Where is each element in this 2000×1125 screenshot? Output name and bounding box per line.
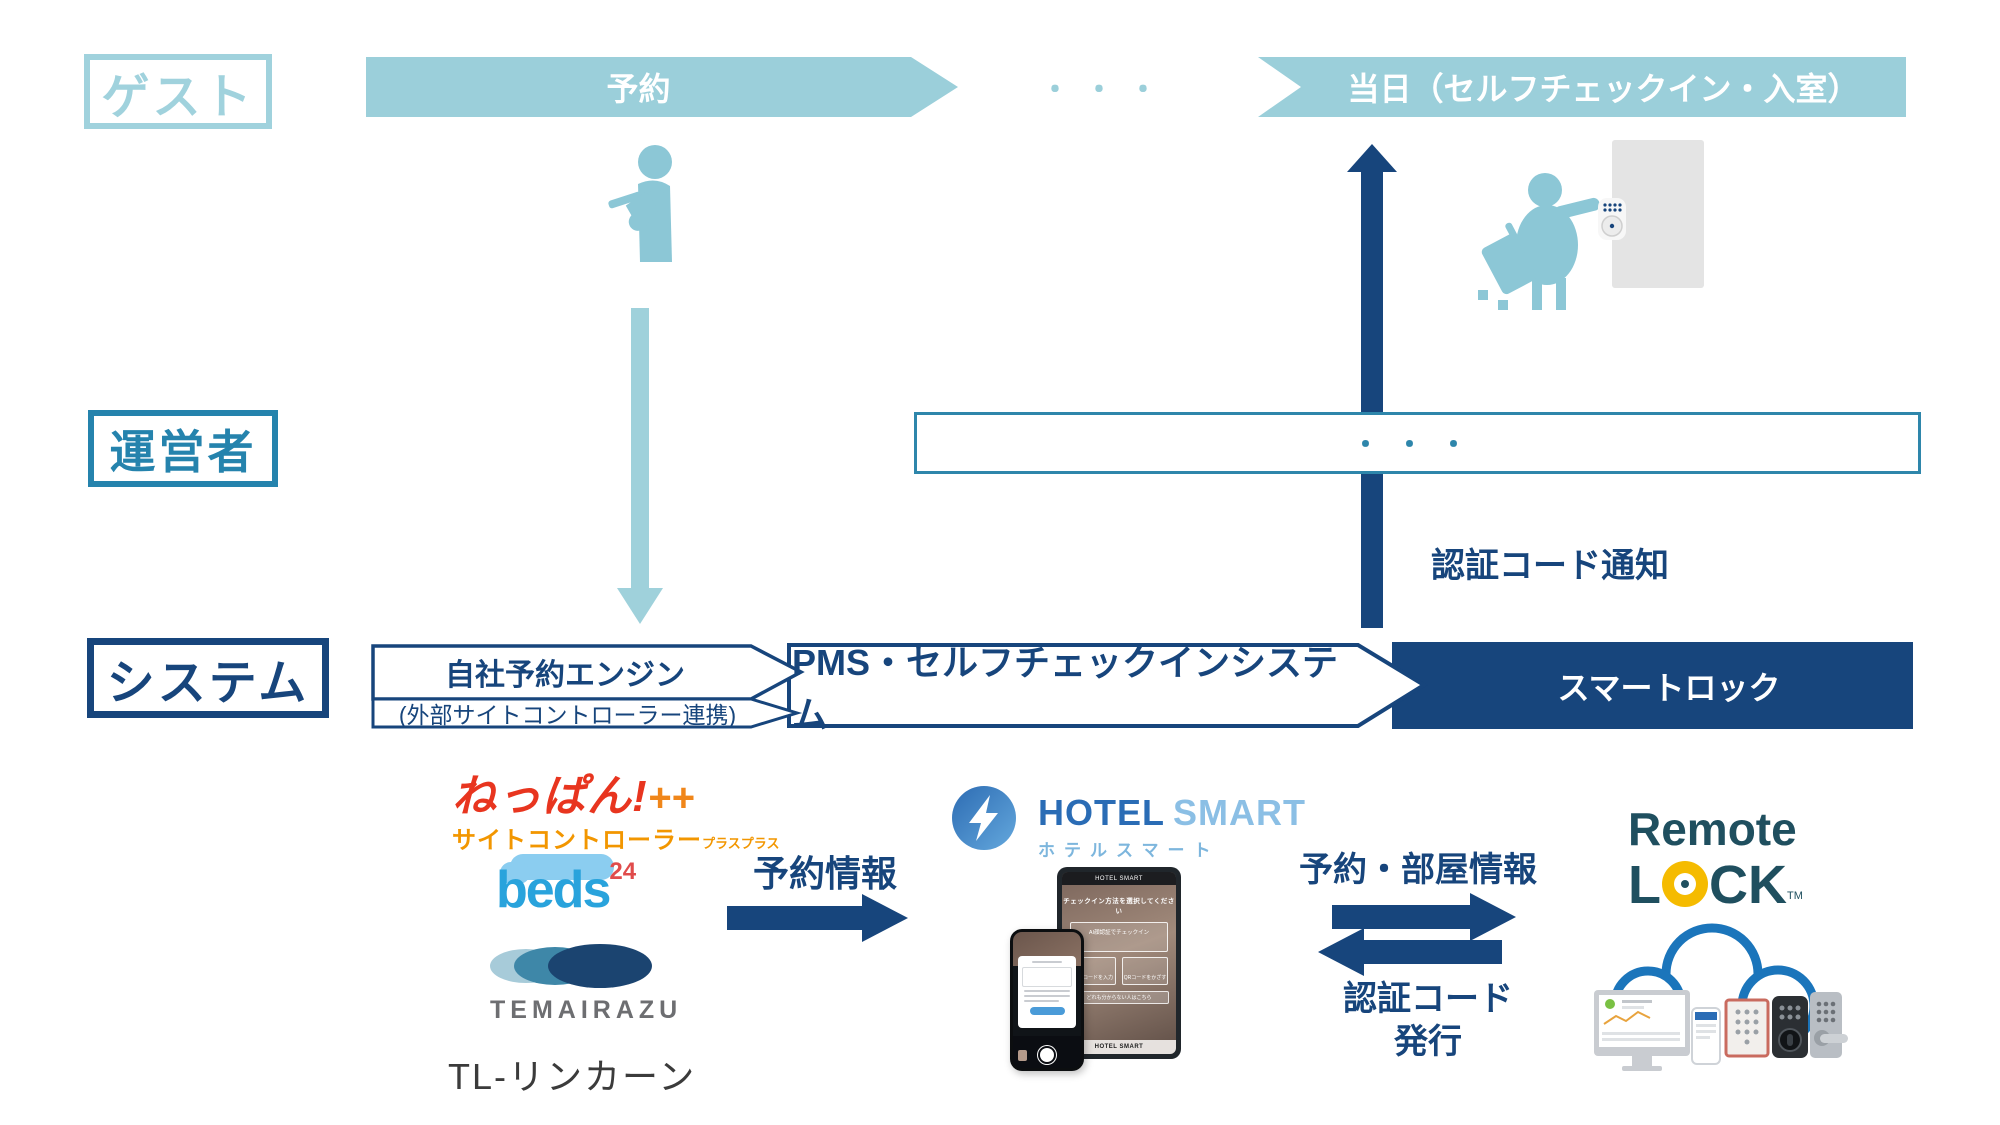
booking-engine-label: 自社予約エンジン (445, 659, 685, 692)
temairazu-ellipses-icon (490, 944, 660, 988)
site-controller-segment (371, 697, 803, 729)
booking-down-arrow-shaft (631, 308, 649, 590)
beds24-logo-text: beds (496, 861, 611, 919)
neppan-logo: ねっぱん!++ サイトコントローラープラスプラス (452, 760, 779, 855)
timeline-step-checkin-day: 当日（セルフチェックイン・入室） (1347, 71, 1860, 107)
keypad-reader-icon (1724, 998, 1770, 1058)
tablet-header-logo: HOTEL SMART (1062, 872, 1176, 885)
neppan-logo-plus: ++ (647, 776, 695, 820)
deadbolt-lock-icon (1772, 996, 1808, 1058)
reservation-info-arrow-head (862, 894, 908, 942)
tl-lincoln-logo-text: TL-リンカーン (448, 1056, 697, 1097)
reservation-room-info-label: 予約・部屋情報 (1299, 851, 1537, 889)
smart-lock-segment (1392, 642, 1913, 729)
site-controller-label: (外部サイトコントローラー連携) (398, 702, 737, 728)
hotelsmart-mark-icon (952, 786, 1016, 850)
timeline-ellipsis: ・・・ (1040, 74, 1172, 107)
lever-lock-icon (1810, 992, 1848, 1058)
door-graphic (1612, 140, 1704, 288)
smart-lock-label: スマートロック (1557, 669, 1781, 706)
auth-code-notify-label: 認証コード通知 (1431, 547, 1669, 585)
timeline-step-reservation: 予約 (606, 71, 671, 107)
room-info-arrow-head (1470, 893, 1516, 941)
tablet-option-face-checkin: AI顔認証でチェックイン (1069, 922, 1169, 952)
checkin-phone-mockup (1010, 929, 1084, 1071)
auth-up-arrow-head (1347, 144, 1397, 172)
reservation-info-label: 予約情報 (752, 853, 897, 894)
mobile-app-icon (1691, 1007, 1721, 1065)
phone-dialog-card (1018, 956, 1076, 1028)
remotelock-logo-ck: CK (1709, 855, 1787, 915)
auth-issue-arrow-head (1318, 928, 1364, 976)
neppan-logo-sub2: プラスプラス (702, 836, 780, 851)
auth-code-issue-label: 認証コード 発行 (1318, 978, 1538, 1063)
operator-row-label: 運営者 (88, 410, 278, 487)
tablet-help-link: どれも分からない人はこちら (1068, 991, 1170, 1004)
auth-issue-arrow-shaft (1362, 940, 1502, 964)
remotelock-cloud-devices-graphic (1594, 923, 1848, 1071)
hotelsmart-logo-kana: ホテルスマート (1038, 841, 1220, 860)
timeline-middle-chevron (911, 57, 1301, 117)
remotelock-logo-l: L (1628, 855, 1661, 915)
phone-shutter-icon (1040, 1048, 1054, 1062)
pms-label: PMS・セルフチェックインシステム (792, 641, 1339, 735)
beds24-cloud-icon-2 (500, 862, 530, 884)
beds24-logo-sup: 24 (609, 858, 637, 885)
auth-code-issue-line1: 認証コード (1343, 980, 1513, 1018)
neppan-logo-sub: サイトコントローラー (452, 827, 702, 854)
tablet-title-text: チェックイン方法を選択してください (1063, 898, 1175, 915)
booking-down-arrow-head (617, 588, 663, 624)
booking-engine-segment (371, 644, 805, 701)
hotelsmart-logo-hotel: HOTEL (1038, 792, 1165, 833)
temairazu-logo: TEMAIRAZU (490, 944, 683, 1025)
room-info-arrow-shaft (1332, 905, 1472, 929)
tablet-option-qr-code: QRコードをかざす (1121, 957, 1169, 985)
remotelock-lock-o-icon (1662, 861, 1708, 907)
auth-up-arrow-shaft (1361, 168, 1383, 628)
remotelock-logo-tm: TM (1787, 890, 1803, 902)
system-row-label: システム (87, 638, 329, 718)
auth-code-issue-line2: 発行 (1394, 1022, 1462, 1061)
guest-entry-person-icon (1478, 173, 1626, 310)
beds24-logo: beds24 (496, 854, 656, 920)
phone-camera-controls (1013, 1036, 1081, 1068)
system-row-shapes (371, 642, 1913, 729)
operator-ellipsis-box: ・・・ (914, 412, 1921, 474)
guest-row-label: ゲスト (84, 54, 272, 129)
dashboard-monitor-icon (1594, 990, 1690, 1071)
temairazu-logo-text: TEMAIRAZU (490, 996, 683, 1024)
guest-timeline-banner: 予約 ・・・ 当日（セルフチェックイン・入室） (366, 57, 1906, 117)
tablet-footer-logo: HOTEL SMART (1062, 1040, 1176, 1054)
reservation-info-arrow-shaft (727, 906, 863, 930)
neppan-logo-main: ねっぱん! (452, 772, 648, 821)
guest-booking-person-icon (608, 145, 672, 262)
remotelock-logo: Remote L CKTM (1628, 806, 1803, 916)
hotelsmart-logo-smart: SMART (1173, 792, 1306, 833)
remotelock-logo-remote: Remote (1628, 803, 1797, 855)
phone-blue-button (1029, 1007, 1065, 1015)
